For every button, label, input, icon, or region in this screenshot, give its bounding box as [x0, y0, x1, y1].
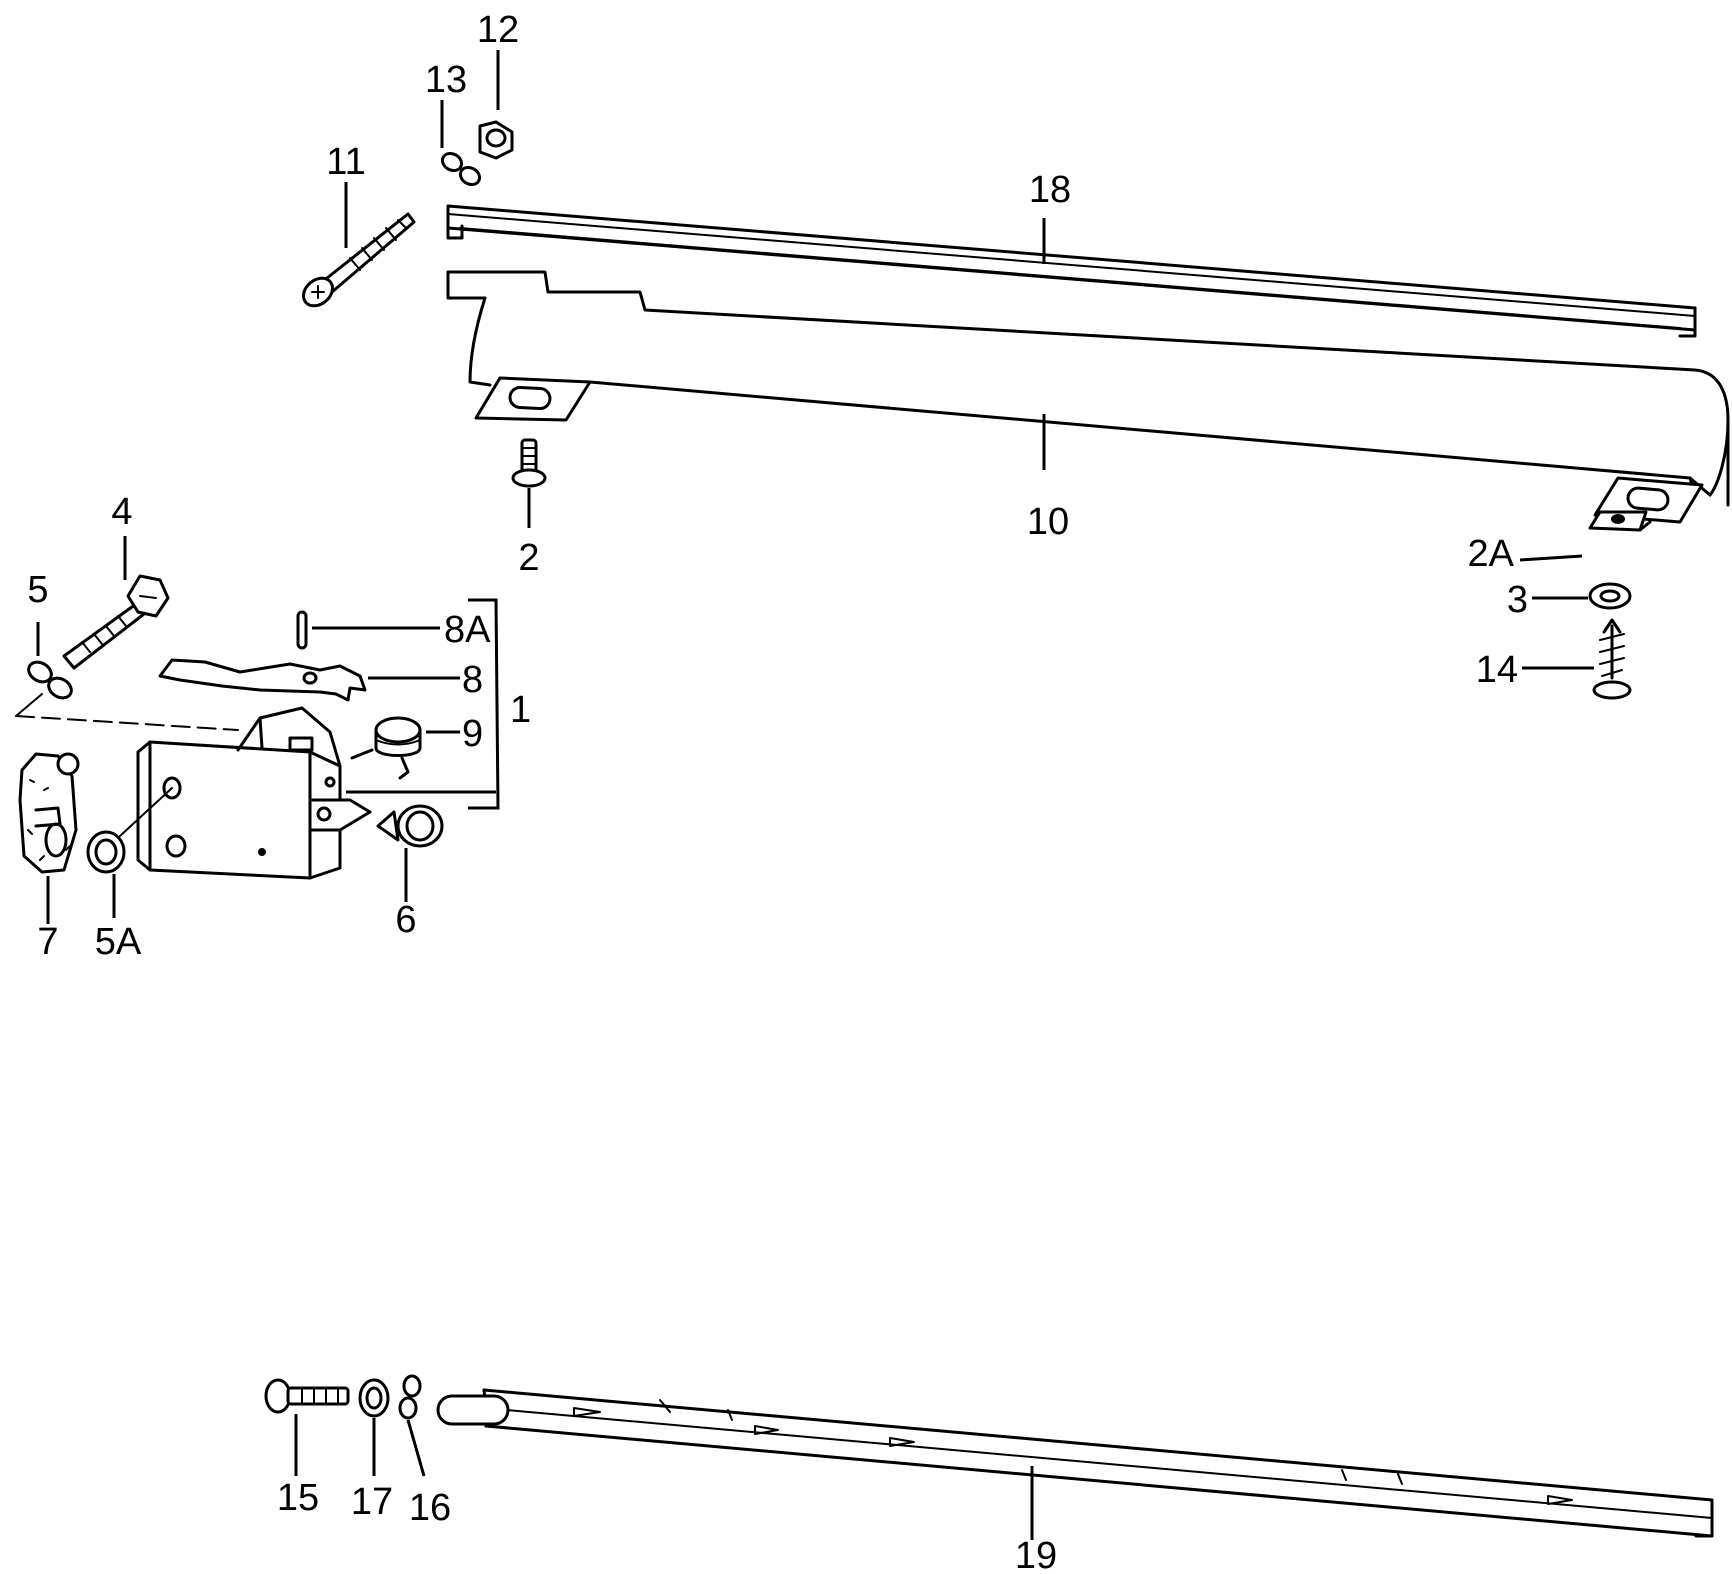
part-6-cap-stud — [376, 804, 444, 848]
part-15-bolt — [264, 1378, 350, 1414]
part-16-spring-washer — [398, 1374, 422, 1420]
part-5-spring-washer — [27, 660, 73, 700]
callout-labels: 12 13 11 18 10 2 2A 3 14 4 5 8A 8 9 1 6 … — [27, 9, 1528, 1574]
callout-1: 1 — [510, 689, 531, 731]
part-11-bolt — [302, 212, 416, 308]
callout-5: 5 — [27, 569, 48, 611]
callout-16: 16 — [409, 1487, 451, 1529]
callout-18: 18 — [1029, 169, 1071, 211]
part-9-spring — [350, 716, 422, 780]
part-12-hex-nut — [478, 120, 514, 160]
callout-3: 3 — [1507, 579, 1528, 621]
callout-9: 9 — [462, 713, 483, 755]
callout-11: 11 — [326, 141, 365, 183]
callout-12: 12 — [477, 9, 519, 51]
part-8A-pin — [296, 610, 308, 650]
callout-7: 7 — [37, 921, 58, 963]
callout-17: 17 — [351, 1481, 393, 1523]
callout-2A: 2A — [1468, 533, 1515, 575]
part-10-lower-rail — [446, 270, 1730, 524]
part-4-hex-bolt — [62, 574, 170, 670]
leader-lines — [36, 50, 1594, 1540]
mounting-axis-lines — [15, 693, 239, 837]
part-3-washer — [1588, 582, 1632, 610]
part-5A-washer — [86, 830, 126, 874]
part-18-upper-rail — [446, 204, 1697, 338]
part-2A-clip-nut — [1588, 510, 1652, 532]
callout-2: 2 — [518, 537, 539, 579]
callout-19: 19 — [1015, 1535, 1057, 1574]
callout-10: 10 — [1027, 501, 1069, 543]
callout-8: 8 — [462, 659, 483, 701]
part-14-tapping-screw — [1592, 618, 1632, 700]
callout-14: 14 — [1476, 649, 1518, 691]
callout-15: 15 — [277, 1477, 319, 1519]
part-19-shaft-rod — [436, 1388, 1714, 1538]
part-13-spring-washer — [440, 151, 482, 187]
part-17-washer — [358, 1378, 390, 1418]
part-1-latch-housing — [136, 706, 372, 880]
callout-6: 6 — [395, 899, 416, 941]
part-2-screw — [511, 438, 547, 488]
callout-4: 4 — [111, 491, 132, 533]
part-8-latch-lever — [158, 658, 367, 702]
callout-13: 13 — [425, 59, 467, 101]
callout-5A: 5A — [95, 921, 142, 963]
part-7-striker-plate — [18, 752, 80, 874]
callout-8A: 8A — [444, 609, 491, 651]
